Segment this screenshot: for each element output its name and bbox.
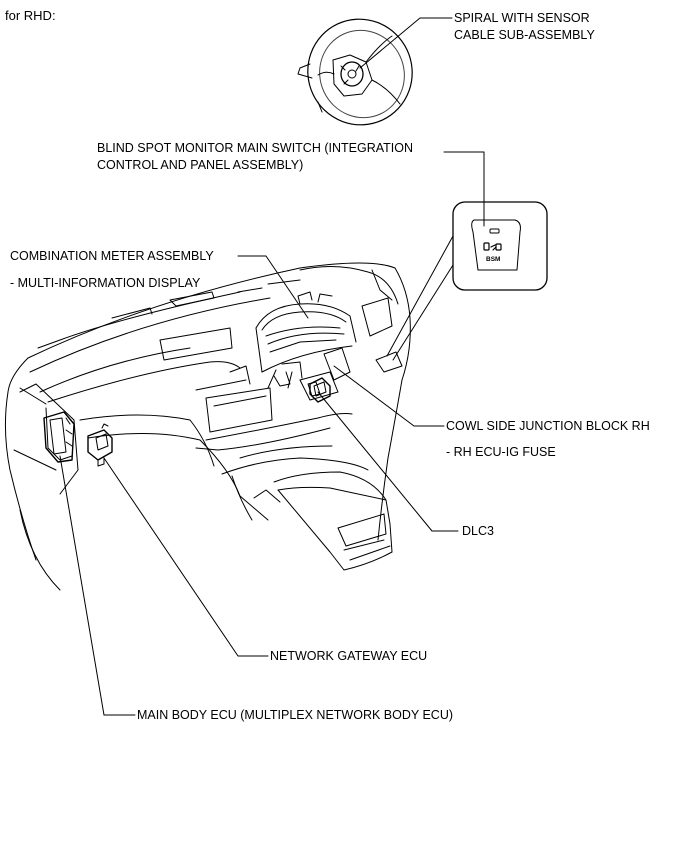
- leader-lines: [60, 18, 484, 715]
- bsm-button-text: BSM: [486, 256, 500, 263]
- cowl-junction-block-part: [282, 348, 350, 380]
- spiral-cable-label-line2: CABLE SUB-ASSEMBLY: [454, 28, 595, 42]
- rh-ecu-ig-fuse-label: - RH ECU-IG FUSE: [446, 445, 556, 459]
- bsm-switch-inset: [387, 202, 547, 360]
- dlc3-part: [310, 378, 330, 402]
- dashboard-body: [5, 263, 410, 590]
- combination-meter-label: COMBINATION METER ASSEMBLY: [10, 249, 214, 263]
- main-body-ecu-label: MAIN BODY ECU (MULTIPLEX NETWORK BODY EC…: [137, 708, 454, 722]
- bsm-switch-label-line2: CONTROL AND PANEL ASSEMBLY): [97, 158, 304, 172]
- cowl-junction-block-label: COWL SIDE JUNCTION BLOCK RH: [446, 419, 650, 433]
- main-body-ecu-part: [44, 412, 74, 462]
- diagram-header: for RHD:: [5, 8, 56, 23]
- spiral-cable-label-line1: SPIRAL WITH SENSOR: [454, 11, 590, 25]
- dlc3-label: DLC3: [462, 524, 494, 538]
- network-gateway-ecu-label: NETWORK GATEWAY ECU: [270, 649, 428, 663]
- multi-info-display-label: - MULTI-INFORMATION DISPLAY: [10, 276, 201, 290]
- bsm-switch-label-line1: BLIND SPOT MONITOR MAIN SWITCH (INTEGRAT…: [97, 141, 413, 155]
- network-gateway-ecu-part: [88, 424, 112, 466]
- steering-wheel: [290, 2, 429, 142]
